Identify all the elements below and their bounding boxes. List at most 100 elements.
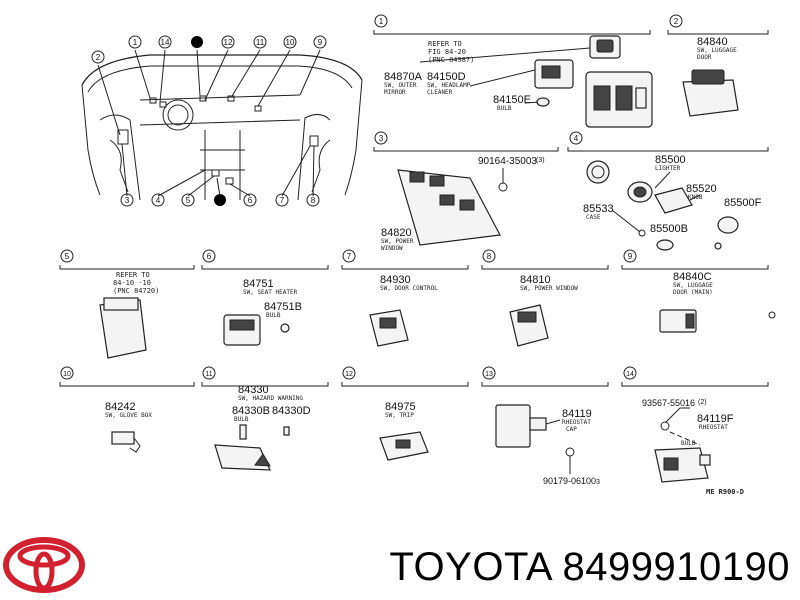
part-description: SW, LUGGAGE — [673, 282, 713, 289]
switch-cap — [103, 297, 139, 311]
part-description: BULB — [266, 312, 281, 319]
part-description: DOOR (MAIN) — [673, 289, 713, 296]
part-description: SW, DOOR CONTROL — [380, 285, 438, 292]
callout-number: 5 — [186, 196, 191, 205]
part-number-label: 84930 — [380, 274, 411, 286]
quantity-label: 3 — [596, 479, 600, 486]
part-description: CLEANER — [427, 89, 453, 96]
section-number: 12 — [345, 371, 353, 378]
hazard-triangle-icon — [254, 453, 271, 467]
switch-knob — [229, 319, 255, 331]
callout-number: 10 — [286, 38, 295, 47]
part-number-label: 84751B — [264, 301, 302, 313]
toyota-logo — [3, 537, 85, 593]
switch-knob — [517, 311, 537, 323]
part-number-label: 84119 — [562, 408, 592, 420]
section-9: 9 84840C SW, LUGGAGE DOOR (MAIN) — [621, 249, 776, 333]
part-description: SW, TRIP — [385, 412, 414, 419]
reference-text: REFER TO — [428, 40, 462, 48]
part-number-label: 84150E — [493, 94, 531, 106]
section-2: 2 84840 SW, LUGGAGE DOOR — [667, 14, 769, 117]
part-description: MIRROR — [384, 89, 406, 96]
bulb — [699, 454, 711, 466]
part-number-label: 84975 — [385, 401, 416, 413]
part-number-label: 85520 — [686, 183, 717, 195]
diagram-code: ME R900-D — [706, 488, 744, 496]
part-description: SW, POWER WINDOW — [520, 285, 578, 292]
part-number-label: 84330 — [238, 384, 269, 396]
part-description: SW, HEADLAMP — [427, 82, 471, 89]
bulb — [280, 323, 290, 333]
section-5: 5 REFER TO 84-10 -10 (PNC 84720) — [59, 249, 195, 359]
part-description: CAP — [566, 426, 577, 433]
part-number-label: 84751 — [243, 278, 274, 290]
section-number: 10 — [63, 371, 71, 378]
part-number-label: 84150D — [427, 71, 466, 83]
part-description: SW, SEAT HEATER — [243, 289, 298, 296]
section-7: 7 84930 SW, DOOR CONTROL — [341, 249, 469, 347]
part-description: SW, OUTER — [384, 82, 417, 89]
section-number: 3 — [379, 134, 384, 143]
part-number-label: 85533 — [583, 203, 614, 215]
section-8: 8 84810 SW, POWER WINDOW — [481, 249, 609, 347]
section-number: 6 — [207, 252, 212, 261]
bulb — [283, 426, 290, 436]
lighter-ring — [656, 239, 674, 251]
section-number: 8 — [487, 252, 492, 261]
part-number-label: 90179-06100 — [543, 476, 596, 486]
part-number-label: 93567-55016 — [642, 398, 695, 408]
callout-number: 1 — [133, 38, 138, 47]
section-number: 14 — [626, 371, 634, 378]
section-12: 12 84975 SW, TRIP — [341, 366, 469, 461]
part-number-label: 85500B — [650, 223, 688, 235]
part-number-label: 84330B — [232, 405, 270, 417]
switch-knob — [663, 457, 679, 471]
callout-number: 2 — [96, 53, 101, 62]
part-number-label: 84810 — [520, 274, 551, 286]
part-description: BULB — [681, 440, 696, 447]
reference-text: (PNC 84987) — [428, 56, 474, 64]
power-window-switch — [509, 304, 549, 347]
brand-name: TOYOTA — [389, 545, 551, 589]
section-11: 11 84330 SW, HAZARD WARNING 84330B BULB … — [201, 366, 329, 471]
callout-number: 7 — [280, 196, 285, 205]
part-number-label: 84840 — [697, 36, 728, 48]
part-number-label: 90164-35003 — [478, 156, 537, 167]
part-description: LIGHTER — [655, 165, 681, 172]
callout-number: 11 — [256, 38, 265, 47]
callout-number: 8 — [311, 196, 316, 205]
quantity-label: (2) — [698, 399, 707, 406]
switch-button — [429, 175, 445, 187]
callout-number: 6 — [248, 196, 253, 205]
section-number: 9 — [628, 252, 633, 261]
part-description: SW, POWER — [381, 238, 414, 245]
section-13: 13 84119 RHEOSTAT CAP 90179-06100 3 — [481, 366, 609, 486]
part-description: WINDOW — [381, 245, 403, 252]
part-description: CASE — [586, 214, 601, 221]
lighter-bulb — [714, 242, 722, 250]
section-6: 6 84751 SW, SEAT HEATER 84751B BULB — [201, 249, 329, 346]
section-number: 7 — [347, 252, 352, 261]
bulb — [239, 424, 247, 440]
glove-box-switch — [111, 431, 135, 445]
switch-slot — [593, 85, 611, 111]
bulb — [768, 311, 776, 319]
reference-text: 84-10 -10 — [113, 279, 151, 287]
reference-text: REFER TO — [116, 271, 150, 279]
section-10: 10 84242 SW, GLOVE BOX — [59, 366, 195, 453]
section-number: 13 — [485, 371, 493, 378]
part-number-label: 84242 — [105, 401, 136, 413]
section-number: 5 — [65, 252, 70, 261]
part-number-label: 85500 — [655, 154, 686, 166]
lighter-element — [717, 216, 739, 234]
logo-horizontal-ellipse — [17, 544, 71, 568]
switch-button — [439, 194, 455, 206]
screw — [498, 182, 508, 192]
logo-vertical-ellipse — [33, 551, 55, 591]
section-4: 4 85500 LIGHTER 85520 KNOB 85533 CASE 85… — [567, 131, 769, 251]
part-description: SW, GLOVE BOX — [105, 412, 152, 419]
part-description: RHEOSTAT — [562, 419, 591, 426]
callout-number: 12 — [224, 38, 233, 47]
quantity-label: (3) — [536, 157, 545, 164]
